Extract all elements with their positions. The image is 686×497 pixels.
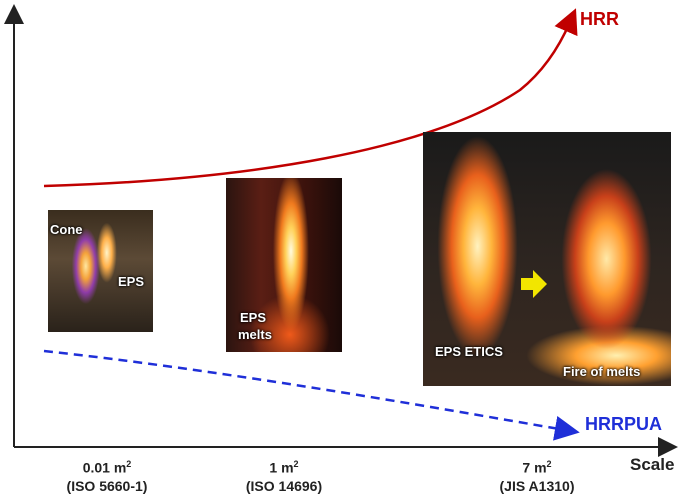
scale-area-large-sup: 2 xyxy=(546,459,552,469)
eps-melts-label-line2: melts xyxy=(238,327,272,342)
eps-etics-label: EPS ETICS xyxy=(435,344,503,359)
hrrpua-label: HRRPUA xyxy=(585,414,663,434)
scale-label-medium: 1 m2 (ISO 14696) xyxy=(229,455,339,495)
scale-standard-small: (ISO 5660-1) xyxy=(66,477,148,494)
scale-area-small-sup: 2 xyxy=(126,459,132,469)
scale-area-large: 7 m xyxy=(522,459,547,476)
eps-label-small: EPS xyxy=(118,274,145,289)
hrr-label: HRR xyxy=(580,9,619,29)
hrr-curve xyxy=(43,8,578,188)
scale-standard-medium: (ISO 14696) xyxy=(245,477,323,494)
scale-area-medium-sup: 2 xyxy=(293,459,299,469)
medium-scale-photo: EPS melts xyxy=(226,178,342,352)
eps-melts-label-line1: EPS xyxy=(240,310,267,325)
transition-arrow xyxy=(521,270,547,298)
x-axis-label: Scale xyxy=(630,455,675,474)
scale-label-large: 7 m2 (JIS A1310) xyxy=(482,455,592,495)
large-scale-photo: EPS ETICS Fire of melts xyxy=(423,132,671,386)
hrrpua-curve xyxy=(43,349,580,441)
cone-test-photo: Cone EPS xyxy=(48,210,153,332)
scale-area-small: 0.01 m xyxy=(82,459,127,476)
cone-label: Cone xyxy=(50,222,83,237)
fire-of-melts-label: Fire of melts xyxy=(563,364,641,379)
scale-area-medium: 1 m xyxy=(269,459,294,476)
scale-label-small: 0.01 m2 (ISO 5660-1) xyxy=(52,455,162,495)
scale-standard-large: (JIS A1310) xyxy=(499,477,575,494)
